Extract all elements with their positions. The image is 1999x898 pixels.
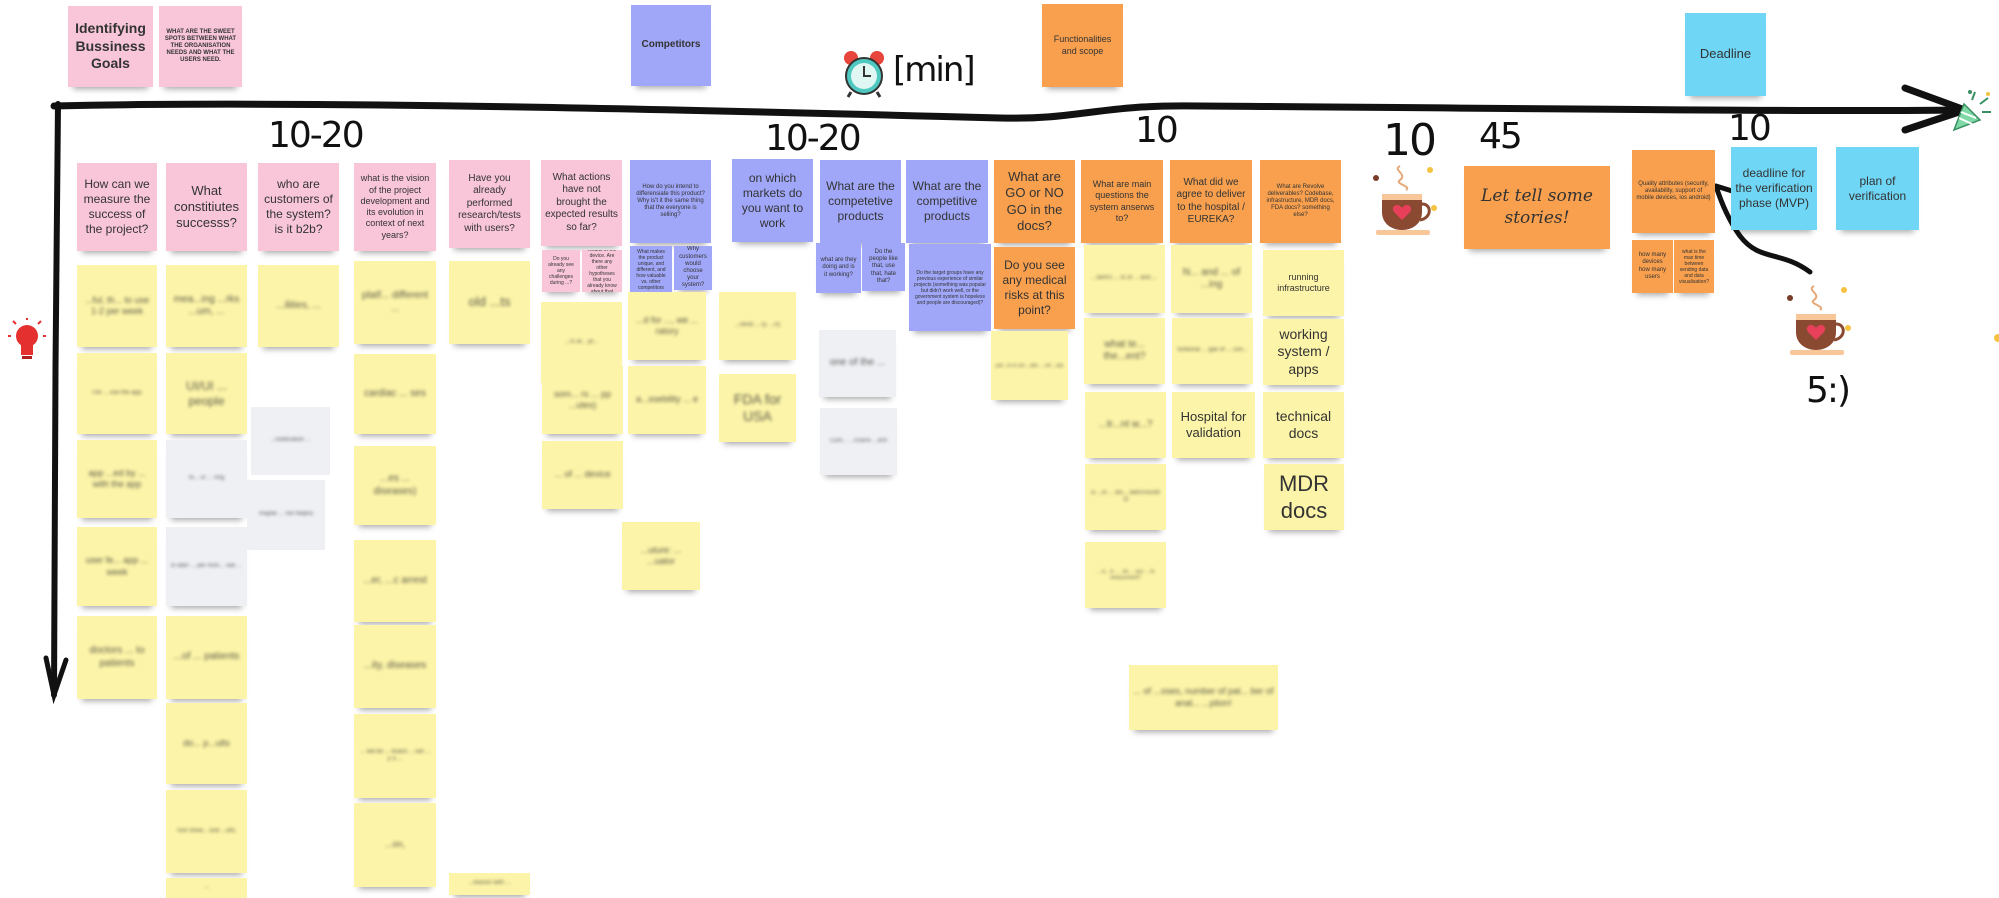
answer-note[interactable]: do... p...ults <box>166 703 247 784</box>
answer-note[interactable]: doctors ... to patients <box>77 616 157 699</box>
note-functionalities-scope[interactable]: Functionalities and scope <box>1042 4 1123 87</box>
note-let-tell-stories[interactable]: Let tell some stories! <box>1464 166 1610 249</box>
answer-note[interactable]: ...d for ..., we ... ratory <box>628 292 706 360</box>
question-note[interactable]: How do you intend to differensiate this … <box>630 160 711 243</box>
answer-note[interactable]: in later ... per mon... see ... <box>166 527 247 606</box>
answer-note[interactable]: a...ssebility ... e <box>628 366 706 434</box>
answer-note[interactable]: ...er, ...c arrest <box>354 540 436 622</box>
question-note[interactable]: who are customers of the system? is it b… <box>258 163 339 251</box>
note-sweet-spots[interactable]: WHAT ARE THE SWEET SPOTS BETWEEN WHAT TH… <box>159 6 242 87</box>
question-note[interactable]: What actions have not brought the expect… <box>541 160 622 246</box>
answer-note[interactable]: technical docs <box>1263 392 1344 458</box>
sub-question-note[interactable]: Do the people like that, use that, hate … <box>862 243 905 291</box>
sub-question-note[interactable]: Do you already see any challenges during… <box>542 250 580 292</box>
note-deadline[interactable]: Deadline <box>1685 13 1766 96</box>
duration-label: 10 <box>1383 115 1437 166</box>
answer-note[interactable]: ...uture: ... ...uator <box>622 522 700 590</box>
answer-note[interactable]: The ... use the app. <box>77 353 157 434</box>
answer-note[interactable]: MDR docs <box>1264 464 1344 530</box>
answer-note[interactable]: what te... the...ent? <box>1084 318 1165 384</box>
horizontal-arrow-line <box>50 100 1969 122</box>
duration-label: 10 <box>1135 110 1179 151</box>
answer-note[interactable]: platf... different ... <box>354 261 436 344</box>
note-deadline-verification[interactable]: deadline for the verification phase (MVP… <box>1731 147 1817 230</box>
answer-note[interactable]: old ...ts <box>449 261 530 344</box>
answer-note[interactable]: user fe... app ... week <box>77 527 157 606</box>
answer-note[interactable]: Com... ...nSens ...itch <box>820 408 897 475</box>
answer-note[interactable]: ...notification ... <box>251 407 330 475</box>
duration-label: 10-20 <box>765 118 862 159</box>
sub-question-note[interactable]: what are they doing and is it working? <box>816 243 861 293</box>
note-devices-users[interactable]: how many devices how many users <box>1632 240 1673 293</box>
question-note[interactable]: What are Revolve deliverables? Codebase,… <box>1260 160 1341 243</box>
alarm-clock-icon <box>844 51 884 98</box>
answer-note[interactable]: ... <box>166 878 247 898</box>
question-note[interactable]: How can we measure the success of the pr… <box>77 163 157 251</box>
question-note[interactable]: What are GO or NO GO in the docs? <box>994 160 1075 243</box>
answer-note[interactable]: ...neral ... ry. ...A) <box>719 292 796 360</box>
duration-label: 10 <box>1728 108 1772 149</box>
vertical-arrow-line <box>51 101 61 698</box>
note-identifying-business-goals[interactable]: Identifying Bussiness Goals <box>68 6 153 87</box>
answer-note[interactable]: fo... ur ... ring <box>166 440 247 518</box>
answer-note[interactable]: ...es ... diseases) <box>354 446 436 525</box>
answer-note[interactable]: funtional ... ype of ... con... <box>1172 318 1253 384</box>
question-note[interactable]: What did we agree to deliver to the hosp… <box>1170 160 1252 243</box>
duration-label: 45 <box>1479 116 1523 157</box>
question-note[interactable]: Have you already performed research/test… <box>449 160 530 248</box>
question-note[interactable]: What constitiutes successs? <box>166 163 247 251</box>
duration-label: 10-20 <box>268 115 365 156</box>
vertical-arrowhead <box>43 655 69 705</box>
question-note[interactable]: what is the vision of the project develo… <box>354 163 436 251</box>
answer-note[interactable]: ...tr...nt w...? <box>1085 392 1166 458</box>
answer-note[interactable]: som... rs ... pp ...utes) <box>542 366 623 434</box>
answer-note-wide[interactable]: ... of ...oses, number of pat... ber of … <box>1129 665 1278 730</box>
answer-note[interactable]: N... and ... of ...ing <box>1171 245 1252 313</box>
note-competitors[interactable]: Competitors <box>631 5 711 86</box>
question-note[interactable]: on which markets do you want to work <box>732 159 813 242</box>
answer-note[interactable]: pot...m is not ...ake ... ed ...ata <box>991 331 1068 400</box>
coffee-cup-icon <box>1373 165 1437 235</box>
answer-note[interactable]: ...ilities, ... <box>258 265 339 347</box>
note-quality-attributes[interactable]: Quality attributes (security, availabili… <box>1632 150 1715 233</box>
yellow-dot <box>1994 334 1999 342</box>
answer-note[interactable]: ...ful, th... to use 1-2 per week <box>77 265 157 347</box>
answer-note[interactable]: mea...ing ...rks ...um, ... <box>166 265 247 347</box>
answer-note[interactable]: FDA for USA <box>719 374 796 442</box>
answer-note[interactable]: app ...ed by ... with the app <box>77 440 157 518</box>
question-note[interactable]: What are the competetive products <box>820 160 901 243</box>
answer-note[interactable]: one of the ... <box>819 330 896 397</box>
answer-note[interactable]: running infrastructure <box>1263 250 1344 316</box>
sub-question-note[interactable]: Users will track the results of the devi… <box>582 250 622 292</box>
answer-note[interactable]: Tool show... ood ...ults. <box>166 790 247 873</box>
answer-note[interactable]: ...ity, diseases <box>354 625 436 708</box>
timeline-unit-label: [min] <box>893 50 976 90</box>
answer-note[interactable]: ...reason with ... <box>449 873 530 895</box>
answer-note[interactable]: ... of ... device <box>542 441 623 509</box>
note-plan-verification[interactable]: plan of verification <box>1836 147 1919 230</box>
answer-note[interactable]: maybe ... not helpful <box>247 480 325 550</box>
answer-note[interactable]: ...tient's ... ts of ... and ... <box>1084 245 1165 313</box>
answer-note[interactable]: ...of ... patients <box>166 616 247 699</box>
party-popper-icon <box>1952 90 1991 132</box>
answer-note[interactable]: ... will be ... board ... will ... y a .… <box>354 714 436 798</box>
answer-note[interactable]: UI/UI ... people <box>166 353 247 434</box>
sub-question-note[interactable]: Why customers would choose your system? <box>674 246 712 290</box>
answer-note[interactable]: ... d... d - ... do ... ave ... hr measu… <box>1085 542 1166 608</box>
answer-note[interactable]: is ...in ... dis... diet/crossfit :D <box>1085 464 1166 530</box>
sub-question-note[interactable]: Do you see any medical risks at this poi… <box>994 247 1075 329</box>
sub-question-note[interactable]: Do the target groups have any previous e… <box>909 244 991 331</box>
question-note[interactable]: What are main questions the system anser… <box>1081 160 1163 243</box>
note-max-time[interactable]: what is the max time between sending dat… <box>1674 240 1714 293</box>
answer-note[interactable]: ...on, <box>354 803 436 887</box>
answer-note[interactable]: Hospital for validation <box>1172 392 1255 458</box>
coffee-cup-icon <box>1787 285 1851 355</box>
answer-note[interactable]: cardiac ... ses <box>354 354 436 434</box>
duration-label: 5:) <box>1806 370 1851 411</box>
answer-note[interactable]: working system / apps <box>1263 319 1344 385</box>
sub-question-note[interactable]: What makes the product unique, and diffe… <box>630 246 672 294</box>
question-note[interactable]: What are the competitive products <box>906 160 988 243</box>
light-bulb-icon <box>8 318 46 359</box>
